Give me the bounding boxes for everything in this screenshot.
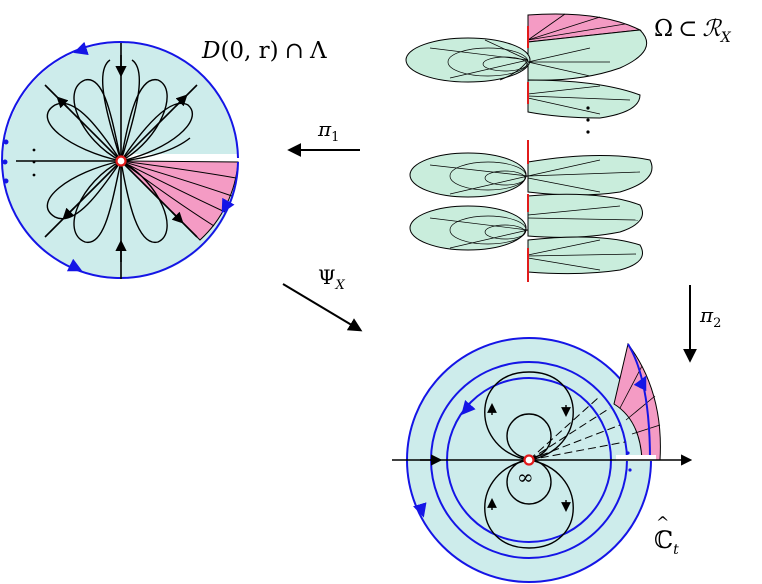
disk-origin	[115, 155, 127, 167]
disk-boundary	[1, 41, 239, 279]
sphere-arrow-1	[633, 375, 647, 392]
sheet-1	[405, 37, 531, 83]
sheet-3	[409, 205, 527, 251]
disk-boundary-arrow-bottom	[66, 258, 83, 272]
disk-sector-lines	[120, 160, 237, 227]
disk-dot	[2, 159, 8, 165]
sphere-hat: ^	[656, 513, 669, 532]
disk-arrow-ll	[62, 207, 75, 220]
disk-label: D(0, r)∩Λ	[201, 38, 327, 64]
disk-dot	[3, 139, 9, 145]
disk-diagram	[1, 41, 241, 279]
disk-boundary-arrow-right	[221, 197, 235, 214]
pi1-label: π1	[317, 117, 339, 145]
sheets-ellipsis-dot	[586, 106, 590, 110]
sphere-diagram: ∞	[392, 337, 693, 583]
sheet-2	[409, 152, 527, 198]
disk-petals	[46, 59, 194, 243]
sphere-origin	[523, 454, 535, 466]
sheet-lower-group	[409, 140, 653, 282]
surface-label: Ω⊂ℛX	[654, 16, 732, 46]
disk-slit	[121, 154, 241, 162]
disk-boundary-arrow-top	[73, 41, 89, 56]
psi-label: ΨX	[318, 265, 346, 293]
infinity-symbol: ∞	[517, 465, 534, 489]
disk-ellipsis-dot	[32, 173, 36, 177]
disk-dot	[3, 178, 9, 184]
sheets-ellipsis-dot	[586, 130, 590, 134]
disk-ellipsis-dot	[32, 148, 36, 152]
pi2-label: π2	[699, 303, 721, 331]
sphere-label: ℂt	[654, 526, 679, 558]
sphere-arrow-2	[461, 399, 476, 416]
riemann-surface	[405, 13, 653, 282]
sheets-ellipsis-dot	[586, 118, 590, 122]
psi-arrow	[282, 283, 363, 332]
sphere-arrow-3	[413, 502, 427, 518]
disk-arrow-lr	[171, 211, 184, 224]
